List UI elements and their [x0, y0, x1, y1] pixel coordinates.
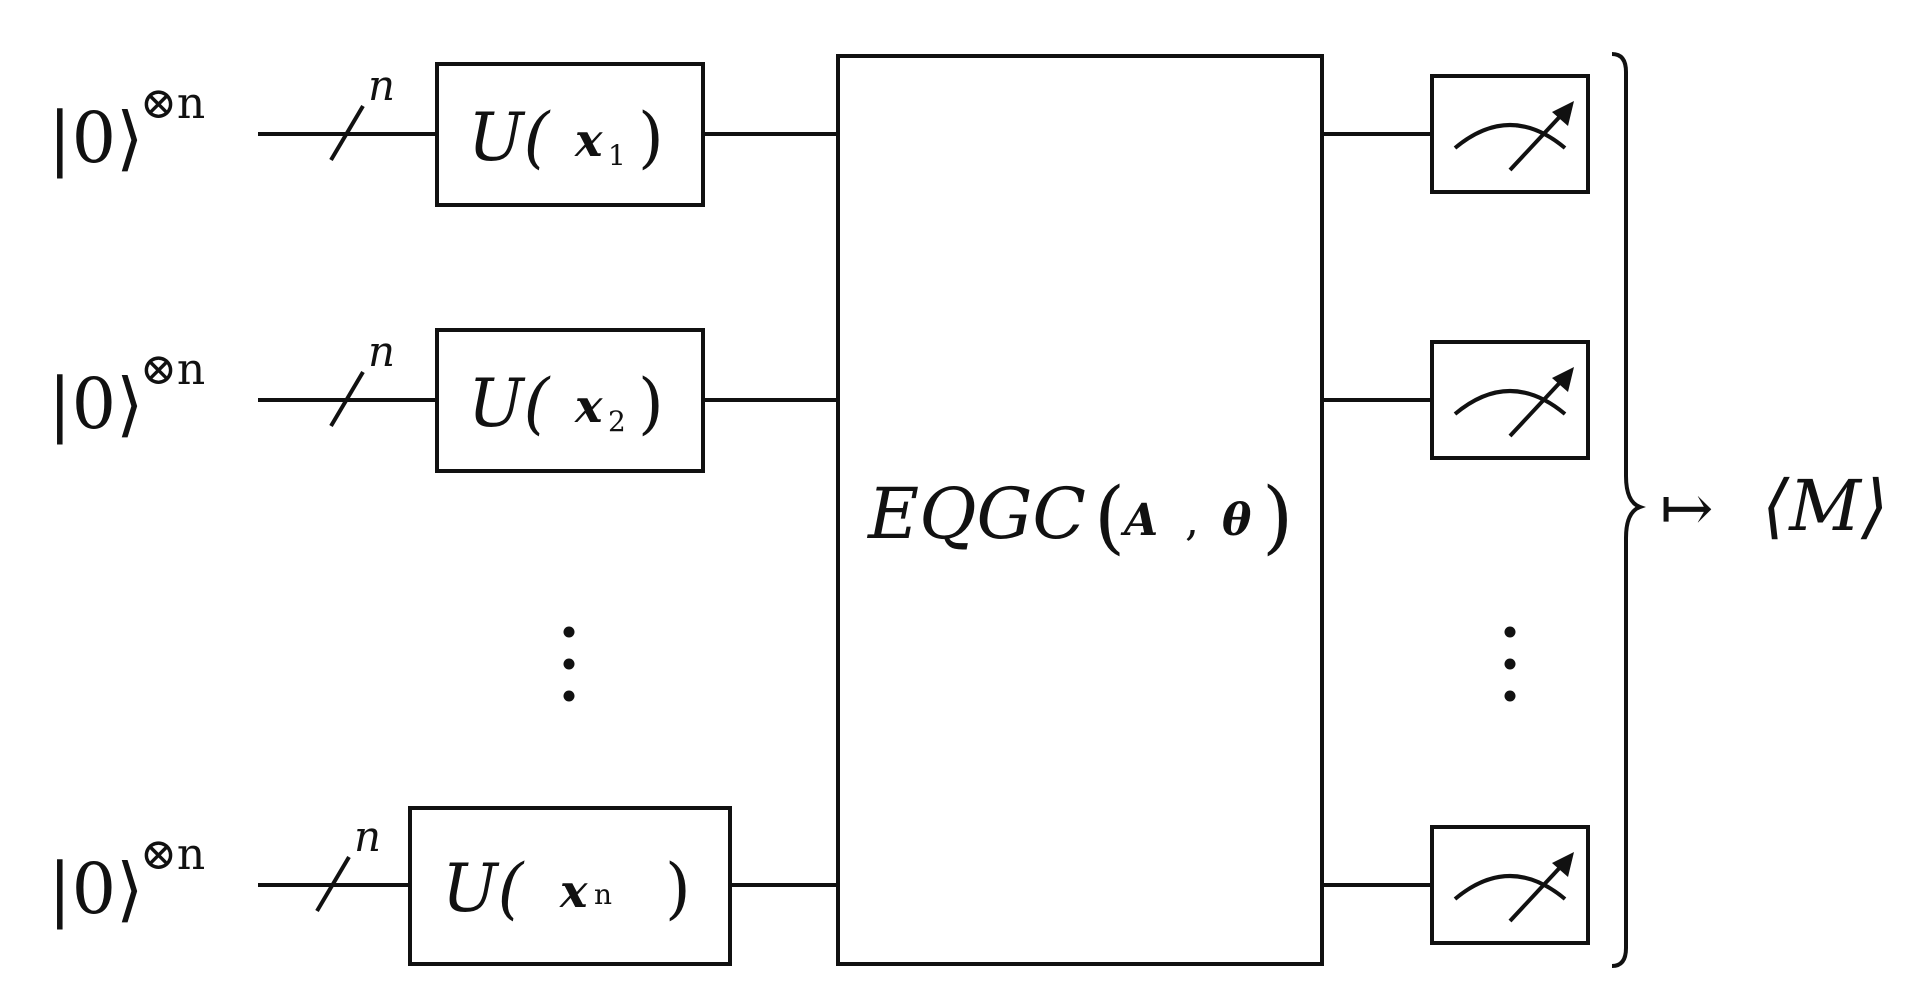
- register-label-3: n: [354, 812, 381, 861]
- encoding-gates: U( x 1 ) U( x 2 ) U( x n ): [408, 62, 732, 966]
- eqgc-block: EQGC ( A , θ ): [836, 54, 1324, 966]
- meter-needle-1: [1508, 108, 1568, 172]
- vdot-meas-1: [1504, 626, 1516, 638]
- meter-arrowhead-3: [1552, 852, 1574, 877]
- gate-1-label: U(: [468, 99, 551, 176]
- tensor-power-3: ⊗n: [140, 829, 205, 880]
- expectation-value: ⟨M⟩: [1762, 465, 1888, 547]
- eqgc-arg-theta: θ: [1222, 495, 1252, 546]
- wires: [258, 132, 1432, 887]
- vdots-measurements: [1504, 626, 1516, 702]
- meter-arrowhead-1: [1552, 101, 1574, 126]
- meter-needle-2: [1508, 374, 1568, 438]
- register-slash-3: [315, 855, 351, 913]
- encoding-gate-1: [435, 62, 705, 207]
- gate-3-arg: x: [559, 864, 588, 918]
- meter-arrowhead-2: [1552, 367, 1574, 392]
- register-slash-1: [329, 104, 365, 162]
- register-label-1: n: [368, 61, 395, 110]
- ket-zero-1: |0⟩: [48, 97, 143, 179]
- gate-1-close: ): [638, 99, 664, 176]
- gate-3-label: U(: [442, 850, 525, 927]
- tensor-power-1: ⊗n: [140, 78, 205, 129]
- vdot-meas-3: [1504, 690, 1516, 702]
- maps-to-arrow: ↦: [1660, 472, 1714, 546]
- register-slashes: n n n: [315, 61, 395, 913]
- right-curly-brace: [1611, 52, 1646, 968]
- gate-2-sub: 2: [608, 405, 626, 438]
- meter-icon-3: [1453, 874, 1567, 901]
- measurement-box-2: [1430, 340, 1590, 460]
- measurement-box-1: [1430, 74, 1590, 194]
- vdots-gates: [563, 626, 575, 702]
- gate-2-label: U(: [468, 365, 551, 442]
- vdot-gates-1: [563, 626, 575, 638]
- measurement-3: [1430, 825, 1590, 945]
- eqgc-box: [836, 54, 1324, 966]
- output-expression: ↦ ⟨M⟩: [1660, 465, 1888, 547]
- gate-2-arg: x: [574, 379, 603, 433]
- measurements: [1430, 74, 1590, 945]
- vdot-gates-3: [563, 690, 575, 702]
- eqgc-comma: ,: [1185, 495, 1199, 546]
- eqgc-arg-a: A: [1120, 495, 1158, 546]
- measurement-2: [1430, 340, 1590, 460]
- encoding-gate-3: [408, 806, 732, 966]
- measurement-1: [1430, 74, 1590, 194]
- ket-zero-2: |0⟩: [48, 363, 143, 445]
- vdot-meas-2: [1504, 658, 1516, 670]
- meter-icon-1: [1453, 123, 1567, 150]
- gate-2-close: ): [638, 365, 664, 442]
- gate-1-arg: x: [574, 113, 603, 167]
- gate-1-sub: 1: [608, 139, 626, 172]
- encoding-gate-2: [435, 328, 705, 473]
- register-slash-2: [329, 370, 365, 428]
- eqgc-open-paren: (: [1094, 470, 1125, 563]
- measurement-box-3: [1430, 825, 1590, 945]
- meter-icon-2: [1453, 389, 1567, 416]
- vdot-gates-2: [563, 658, 575, 670]
- tensor-power-2: ⊗n: [140, 344, 205, 395]
- register-label-2: n: [368, 327, 395, 376]
- gate-3-close: ): [665, 850, 691, 927]
- ket-zero-3: |0⟩: [48, 848, 143, 930]
- meter-needle-3: [1508, 859, 1568, 923]
- gate-3-sub: n: [594, 878, 612, 911]
- eqgc-name: EQGC: [866, 473, 1086, 555]
- eqgc-close-paren: ): [1262, 470, 1293, 563]
- input-states: |0⟩ ⊗n |0⟩ ⊗n |0⟩ ⊗n: [48, 78, 205, 930]
